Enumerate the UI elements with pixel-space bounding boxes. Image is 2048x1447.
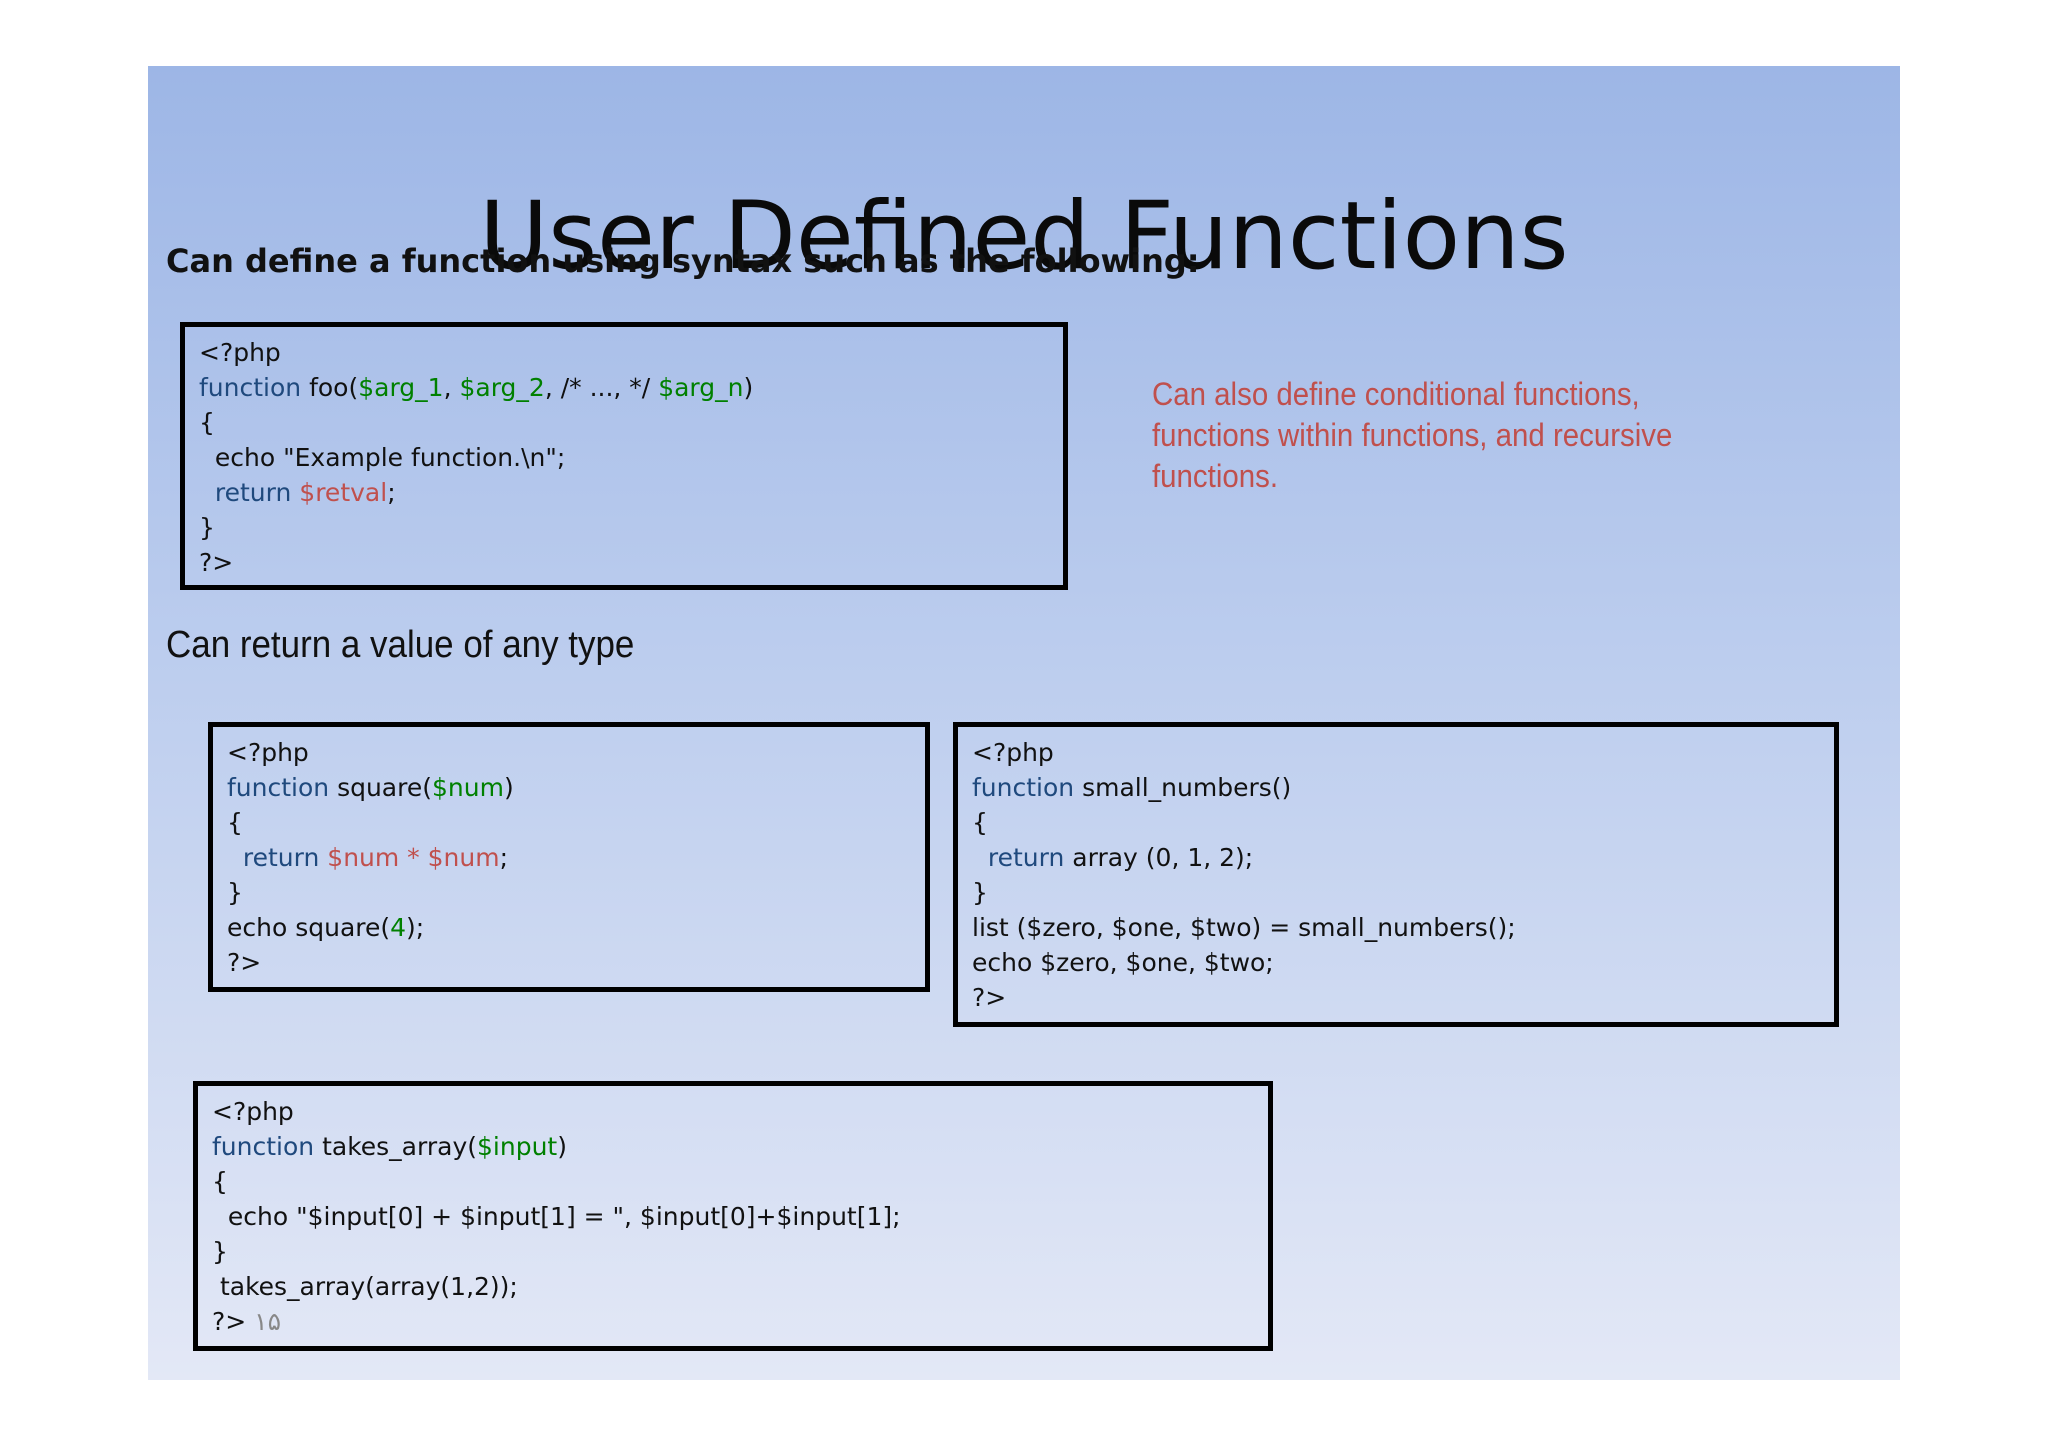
code-line: }: [199, 513, 215, 542]
code-line: <?php: [199, 338, 281, 367]
code-box-takes-array: <?php function takes_array($input) { ech…: [193, 1081, 1273, 1351]
page-number: ١۵: [254, 1307, 282, 1336]
code-line: ?>: [199, 548, 234, 577]
code-line: takes_array(array(1,2));: [212, 1272, 518, 1301]
side-note: Can also define conditional functions, f…: [1152, 376, 1673, 494]
code-line: return $num * $num;: [227, 843, 509, 872]
code-line: return $retval;: [199, 478, 396, 507]
code-line: function small_numbers(): [972, 773, 1292, 802]
code-box-small-numbers: <?php function small_numbers() { return …: [953, 722, 1839, 1027]
code-line: {: [972, 808, 988, 837]
code-line: ?>: [972, 983, 1007, 1012]
code-line: echo "$input[0] + $input[1] = ", $input[…: [212, 1202, 901, 1231]
code-line: function square($num): [227, 773, 514, 802]
code-box-foo: <?php function foo($arg_1, $arg_2, /* ..…: [180, 322, 1068, 590]
code-line: }: [972, 878, 988, 907]
code-line: echo "Example function.\n";: [199, 443, 566, 472]
code-line: list ($zero, $one, $two) = small_numbers…: [972, 913, 1516, 942]
code-line: }: [212, 1237, 228, 1266]
code-line: return array (0, 1, 2);: [972, 843, 1254, 872]
code-box-square: <?php function square($num) { return $nu…: [208, 722, 930, 992]
code-line: {: [199, 408, 215, 437]
code-line: echo $zero, $one, $two;: [972, 948, 1274, 977]
slide: User Defined Functions Can define a func…: [148, 66, 1900, 1380]
code-line: ?>: [227, 948, 262, 977]
code-line: <?php: [972, 738, 1054, 767]
code-line: echo square(4);: [227, 913, 425, 942]
slide-title: User Defined Functions: [479, 182, 1569, 291]
code-line: ?> ١۵: [212, 1307, 282, 1336]
code-line: {: [212, 1167, 228, 1196]
code-line: <?php: [212, 1097, 294, 1126]
slide-subtitle: Can define a function using syntax such …: [166, 242, 1200, 280]
code-line: function foo($arg_1, $arg_2, /* ..., */ …: [199, 373, 754, 402]
code-line: function takes_array($input): [212, 1132, 567, 1161]
return-note: Can return a value of any type: [166, 624, 635, 666]
code-line: <?php: [227, 738, 309, 767]
code-line: }: [227, 878, 243, 907]
code-line: {: [227, 808, 243, 837]
